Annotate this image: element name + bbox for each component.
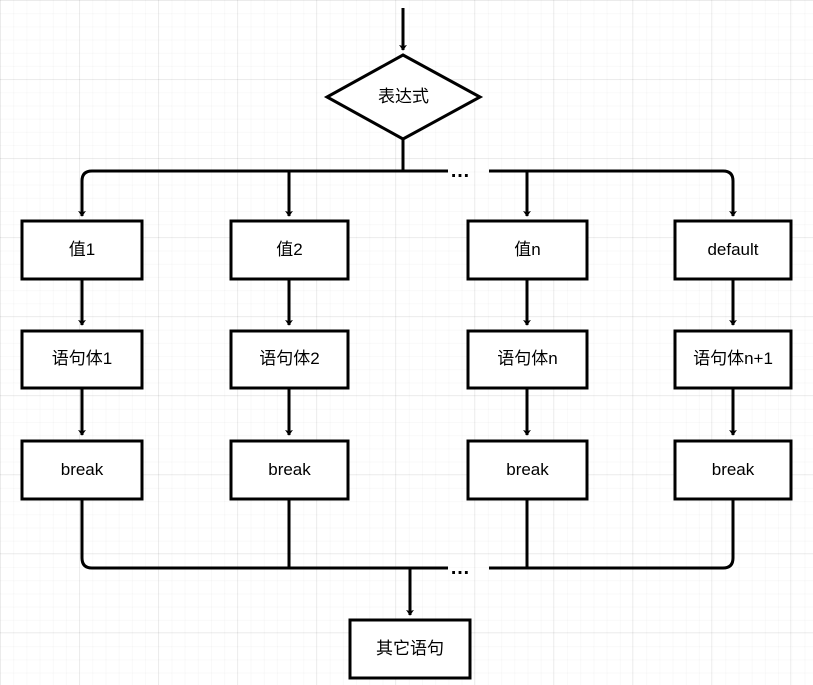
bus-top-right	[489, 169, 735, 200]
body-box-4	[673, 329, 793, 390]
break-box-3	[466, 439, 589, 501]
bus-bottom-right	[489, 499, 735, 570]
break-box-1	[20, 439, 144, 501]
exit-box	[348, 618, 472, 680]
break-box-4	[673, 439, 793, 501]
decision-diamond	[323, 53, 484, 141]
case-box-3	[466, 219, 589, 281]
ellipsis-top: …	[450, 160, 471, 182]
body-box-1	[20, 329, 144, 390]
ellipsis-bottom: …	[450, 557, 471, 579]
bus-top-left	[80, 169, 448, 200]
body-box-3	[466, 329, 589, 390]
case-box-4	[673, 219, 793, 281]
case-box-1	[20, 219, 144, 281]
case-box-2	[229, 219, 350, 281]
bus-bottom-left	[80, 499, 448, 570]
break-box-2	[229, 439, 350, 501]
body-box-2	[229, 329, 350, 390]
